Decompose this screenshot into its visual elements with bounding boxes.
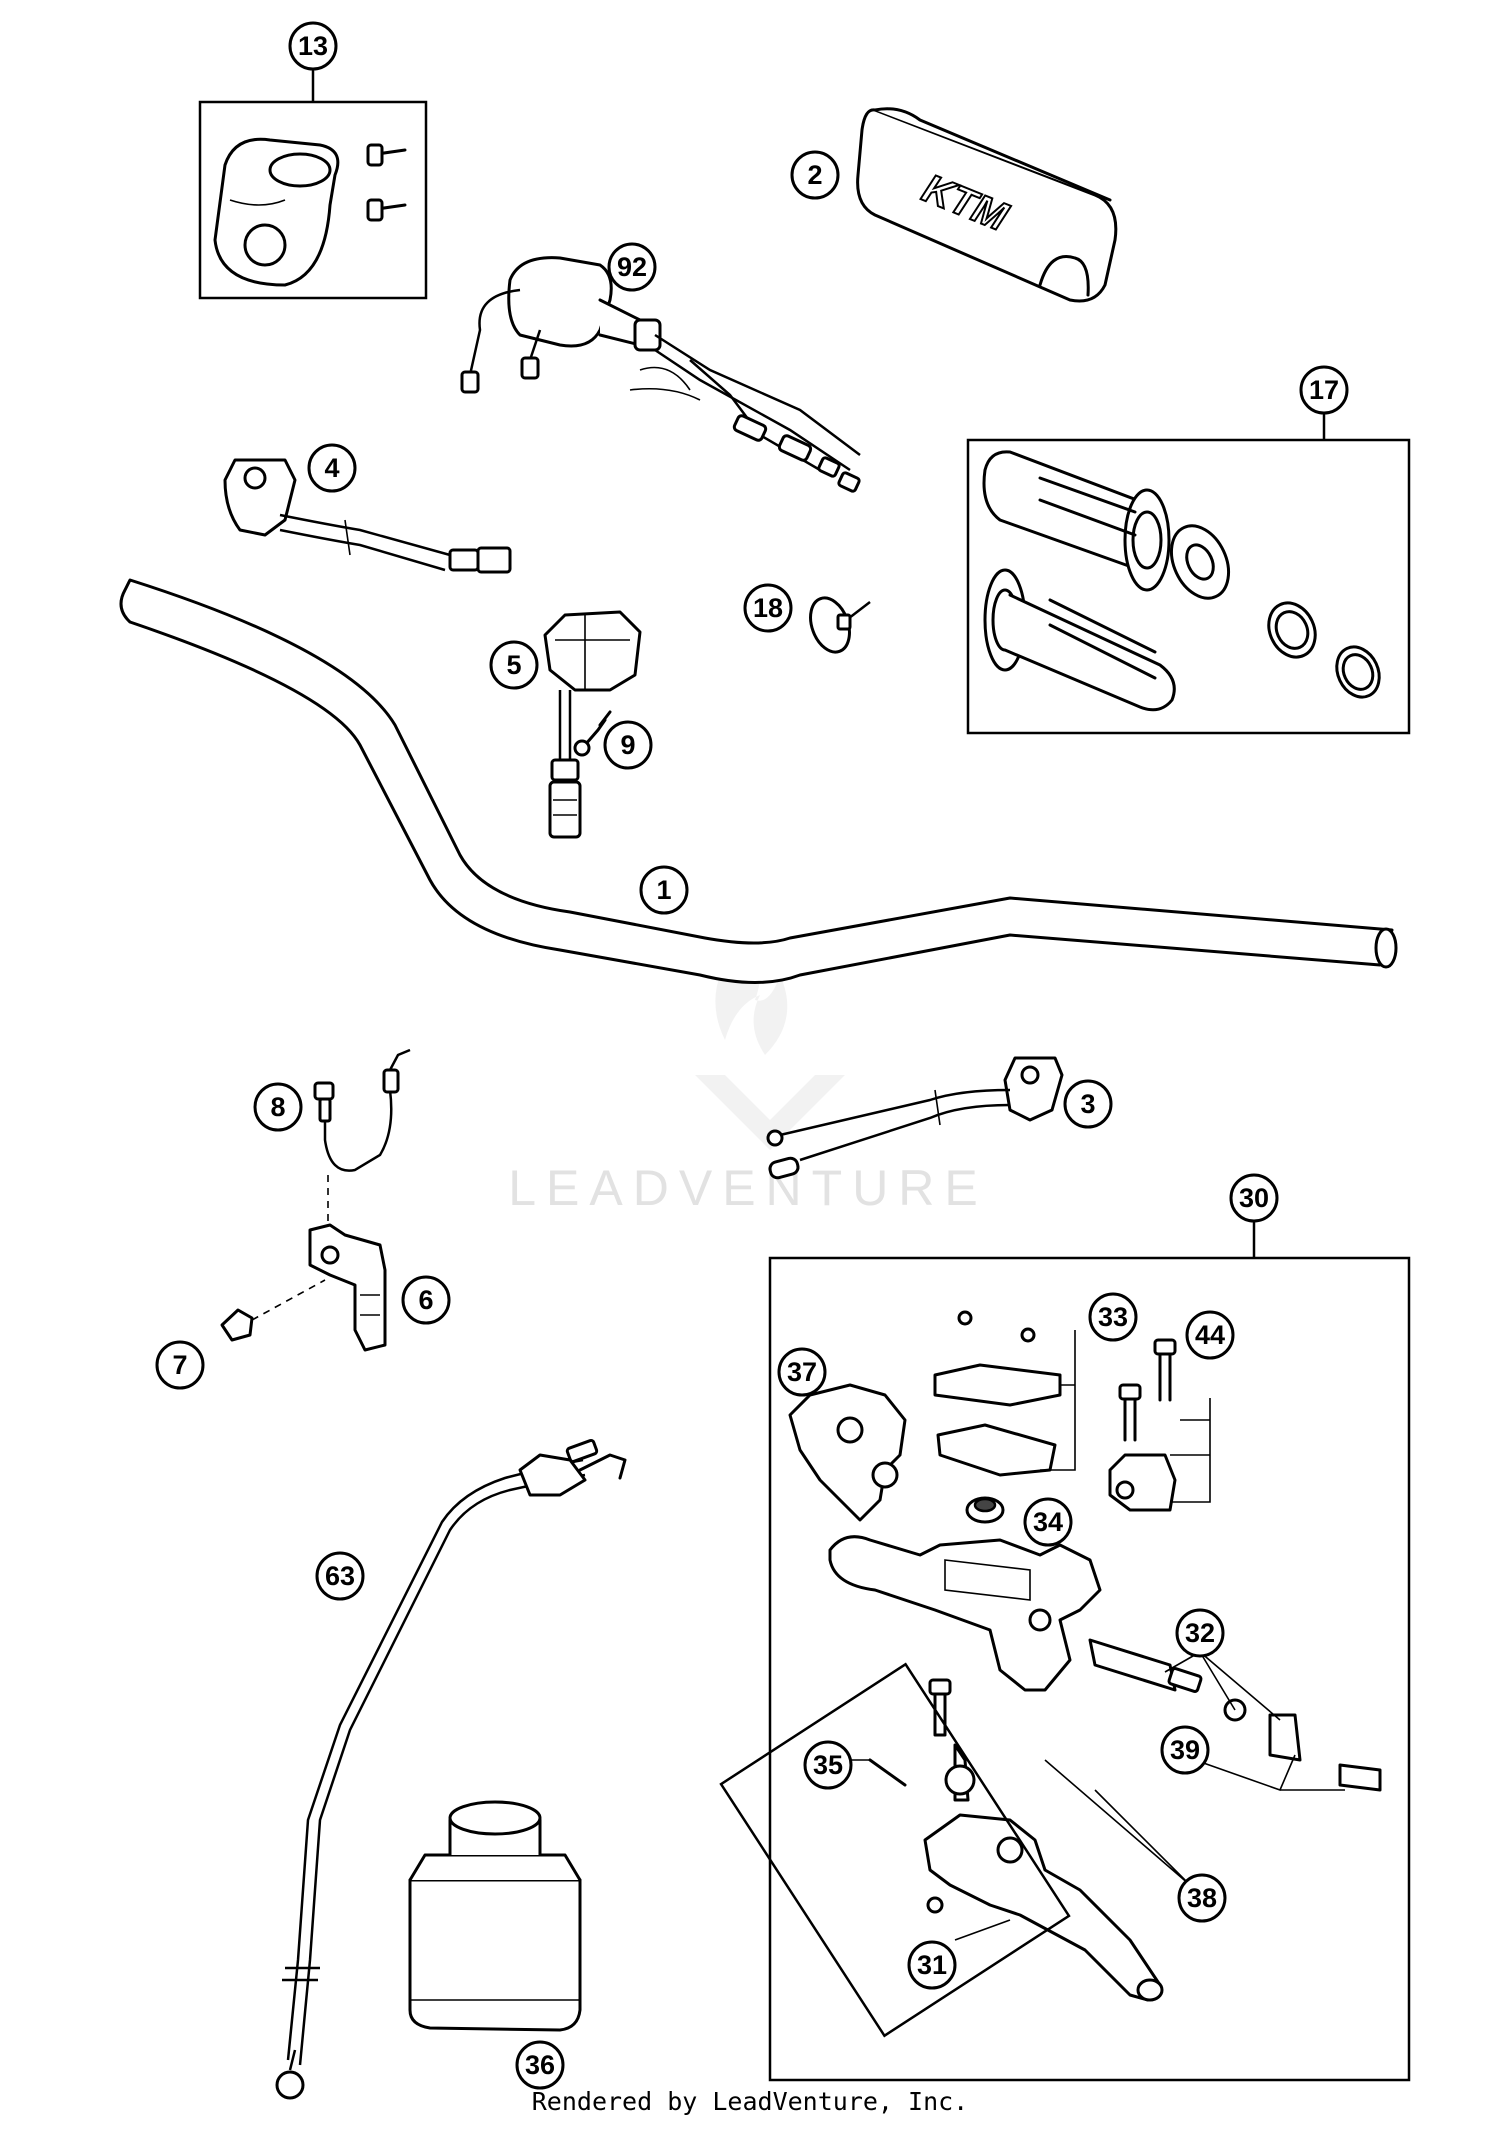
svg-text:13: 13 [298,31,328,61]
screw-7-part [220,1279,326,1342]
svg-text:30: 30 [1239,1183,1269,1213]
callout-92: 92 [607,242,657,292]
clutch-switch-part [766,1056,1064,1180]
callout-38: 38 [1177,1873,1227,1923]
switch-holder-part [308,1223,387,1352]
throttle-assembly-part [460,256,861,493]
callout-63: 63 [315,1551,365,1601]
callout-7: 7 [155,1340,205,1390]
leader-lines [850,1330,1345,1941]
callout-37: 37 [777,1347,827,1397]
svg-text:9: 9 [620,730,635,760]
svg-text:6: 6 [418,1285,433,1315]
svg-text:7: 7 [172,1350,187,1380]
callout-4: 4 [307,443,357,493]
svg-text:34: 34 [1033,1507,1063,1537]
callout-32: 32 [1175,1608,1225,1658]
svg-text:35: 35 [813,1750,843,1780]
callout-9: 9 [603,720,653,770]
hose-cable-part [275,1438,627,2100]
brake-fluid-bottle-part [408,1800,582,2032]
svg-text:36: 36 [525,2050,555,2080]
callout-36: 36 [515,2040,565,2090]
callout-17: 17 [1299,365,1349,415]
handlebar-pad-part: KTM [856,107,1118,303]
svg-text:39: 39 [1170,1735,1200,1765]
footer-credit: Rendered by LeadVenture, Inc. [532,2087,969,2116]
master-cylinder-part [828,1535,1102,1692]
svg-text:37: 37 [787,1357,817,1387]
callout-44: 44 [1185,1310,1235,1360]
grip-kit-box [966,438,1411,735]
svg-text:18: 18 [753,593,783,623]
multi-switch-part [543,610,642,839]
cable-tie-part [809,596,871,654]
svg-text:33: 33 [1098,1302,1128,1332]
svg-text:2: 2 [807,160,822,190]
svg-text:63: 63 [325,1561,355,1591]
callout-35: 35 [803,1740,853,1790]
callout-18: 18 [743,583,793,633]
screw-9-part [573,710,612,757]
handlebar-grips-part [982,450,1381,712]
switch-with-cable-part [223,458,512,574]
svg-text:5: 5 [506,650,521,680]
callout-8: 8 [253,1082,303,1132]
svg-text:3: 3 [1080,1089,1095,1119]
clamp-44-part [1108,1338,1177,1512]
brake-lever-part [868,1678,1164,2002]
diaphragm-part [965,1496,1005,1524]
callout-6: 6 [401,1275,451,1325]
callout-31: 31 [907,1940,957,1990]
callout-3: 3 [1063,1079,1113,1129]
watermark-text: LEADVENTURE [508,1160,988,1216]
svg-text:4: 4 [324,453,339,483]
svg-text:32: 32 [1185,1618,1215,1648]
master-cylinder-kit-box [768,1256,1411,2082]
svg-text:31: 31 [917,1950,947,1980]
sensor-cable-part [313,1048,411,1225]
lever-kit-box [719,1662,1071,2038]
handguard-bracket-part [788,1383,907,1522]
callout-5: 5 [489,640,539,690]
svg-text:38: 38 [1187,1883,1217,1913]
reservoir-cover-part [933,1310,1062,1477]
piston-kit-part [1088,1638,1382,1792]
callout-1: 1 [639,865,689,915]
svg-text:92: 92 [617,252,647,282]
callout-39: 39 [1160,1725,1210,1775]
callout-2: 2 [790,150,840,200]
svg-text:17: 17 [1309,375,1339,405]
svg-text:44: 44 [1195,1320,1225,1350]
callout-13: 13 [288,21,338,71]
callout-33: 33 [1088,1292,1138,1342]
handlebar-part [119,578,1398,984]
callout-34: 34 [1023,1497,1073,1547]
svg-text:1: 1 [656,875,671,905]
svg-text:8: 8 [270,1092,285,1122]
callout-30: 30 [1229,1173,1279,1223]
handlebar-clamp-part [213,137,407,287]
